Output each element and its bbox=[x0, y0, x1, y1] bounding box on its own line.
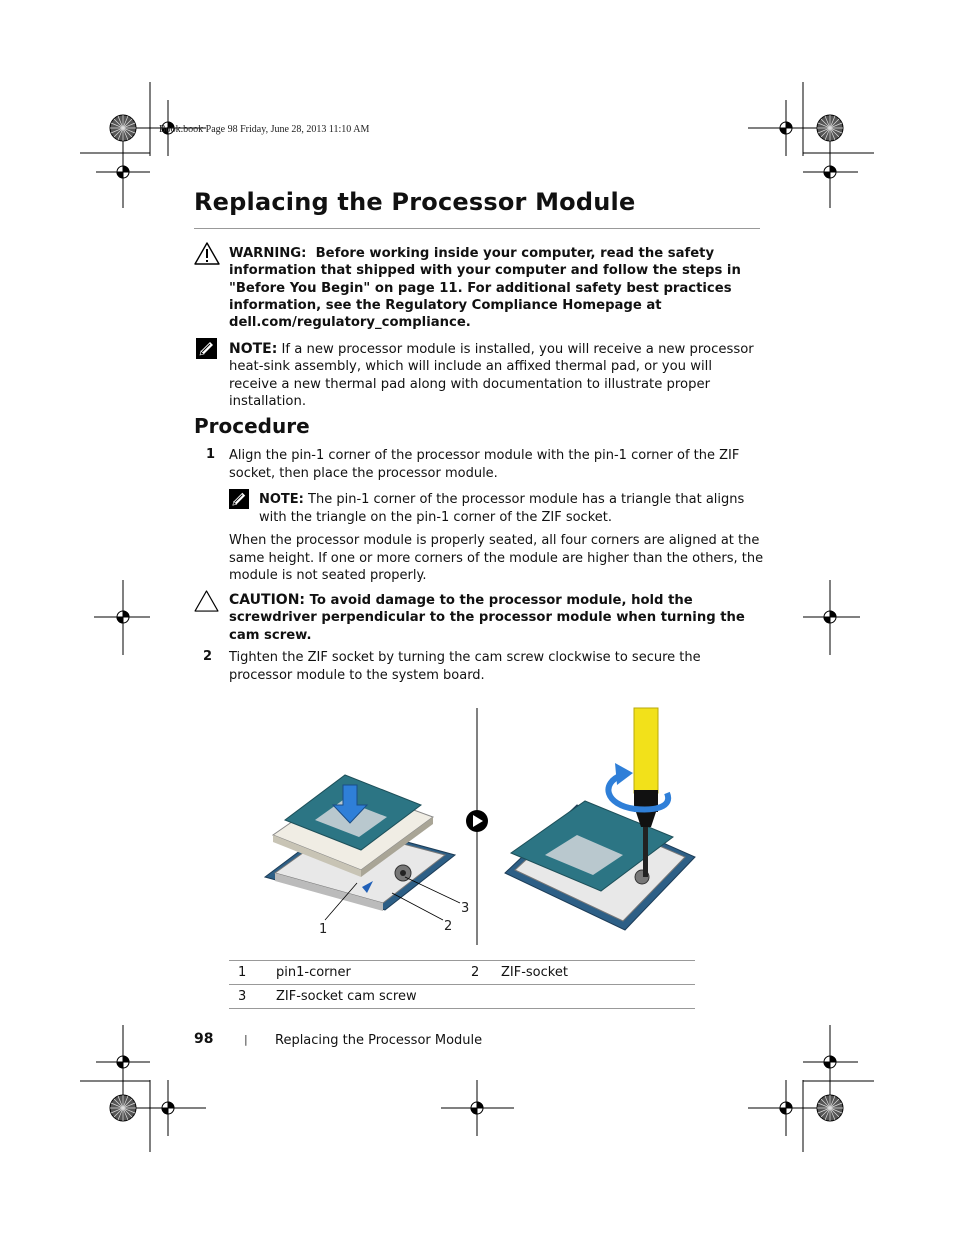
legend-label: ZIF-socket bbox=[501, 960, 695, 985]
processor-installation-figure: 1 2 3 bbox=[263, 707, 696, 945]
legend-label bbox=[501, 984, 695, 1009]
title-rule bbox=[194, 228, 760, 229]
warning-label: WARNING: bbox=[229, 246, 307, 261]
down-arrow-icon bbox=[331, 784, 369, 824]
clockwise-rotation-icon bbox=[605, 763, 672, 813]
print-header: Book.book Page 98 Friday, June 28, 2013 … bbox=[159, 124, 370, 135]
note-pencil-icon bbox=[229, 489, 249, 509]
page-title: Replacing the Processor Module bbox=[194, 188, 636, 216]
table-row: 1 pin1-corner 2 ZIF-socket bbox=[229, 960, 695, 985]
page-number: 98 bbox=[194, 1031, 214, 1047]
note-block: NOTE: The pin-1 corner of the processor … bbox=[259, 491, 764, 526]
caution-label: CAUTION: bbox=[229, 592, 306, 608]
section-heading: Procedure bbox=[194, 414, 310, 438]
note-pencil-icon bbox=[196, 338, 217, 359]
callout-label: 1 bbox=[319, 922, 327, 937]
note-label: NOTE: bbox=[259, 492, 304, 507]
warning-icon bbox=[194, 242, 220, 265]
next-step-arrow-icon bbox=[466, 810, 488, 832]
note-block: NOTE: If a new processor module is insta… bbox=[229, 341, 764, 410]
legend-number bbox=[471, 984, 501, 1009]
warning-block: WARNING: Before working inside your comp… bbox=[229, 245, 764, 331]
caution-icon bbox=[194, 590, 219, 612]
step-number: 2 bbox=[203, 649, 213, 664]
table-row: 3 ZIF-socket cam screw bbox=[229, 984, 695, 1009]
footer-section-title: Replacing the Processor Module bbox=[275, 1033, 483, 1048]
callout-label: 3 bbox=[461, 901, 469, 916]
note-text: If a new processor module is installed, … bbox=[229, 342, 754, 409]
step-text: Align the pin-1 corner of the processor … bbox=[229, 448, 740, 481]
legend-label: pin1-corner bbox=[276, 960, 471, 985]
step-text: Tighten the ZIF socket by turning the ca… bbox=[229, 650, 701, 683]
legend-number: 1 bbox=[229, 960, 276, 985]
caution-text: To avoid damage to the processor module,… bbox=[229, 593, 745, 643]
figure-legend-table: 1 pin1-corner 2 ZIF-socket 3 ZIF-socket … bbox=[229, 960, 695, 1009]
note-text: The pin-1 corner of the processor module… bbox=[259, 492, 745, 525]
body-paragraph: When the processor module is properly se… bbox=[229, 533, 764, 583]
warning-text: Before working inside your computer, rea… bbox=[229, 246, 741, 331]
note-label: NOTE: bbox=[229, 341, 278, 357]
callout-label: 2 bbox=[444, 919, 452, 934]
legend-number: 3 bbox=[229, 984, 276, 1009]
caution-block: CAUTION: To avoid damage to the processo… bbox=[229, 592, 764, 644]
step-number: 1 bbox=[206, 447, 216, 462]
footer-separator: | bbox=[244, 1033, 248, 1046]
processor-module-right bbox=[509, 800, 675, 892]
screwdriver-icon bbox=[633, 707, 659, 877]
legend-number: 2 bbox=[471, 960, 501, 985]
legend-label: ZIF-socket cam screw bbox=[276, 984, 471, 1009]
